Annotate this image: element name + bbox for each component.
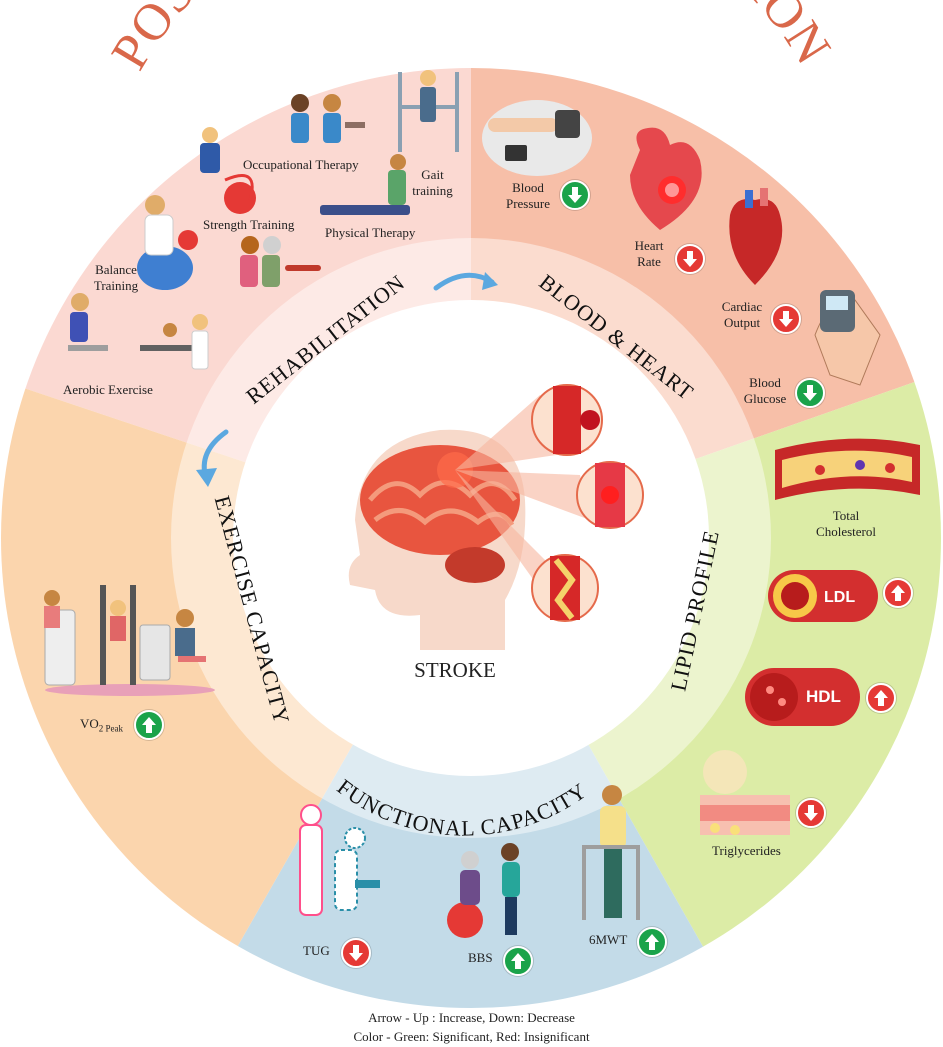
arrow-up-icon bbox=[645, 934, 659, 950]
ldl-vessel-illustration bbox=[768, 570, 878, 622]
badge-vo2-peak bbox=[134, 710, 164, 740]
gait-training-illustration bbox=[398, 70, 459, 152]
ldl-tag: LDL bbox=[824, 589, 856, 606]
arrow-up-icon bbox=[874, 690, 888, 706]
label-triglycerides: Triglycerides bbox=[712, 843, 781, 858]
badge-6mwt bbox=[637, 927, 667, 957]
badge-bbs bbox=[503, 946, 533, 976]
hdl-vessel-illustration bbox=[745, 668, 860, 726]
badge-blood-glucose bbox=[795, 378, 825, 408]
arrow-down-icon bbox=[804, 805, 818, 821]
physical-therapy-illustration bbox=[320, 154, 410, 215]
arrow-down-icon bbox=[568, 187, 582, 203]
label-vo2-peak: VO2 Peak bbox=[80, 716, 124, 734]
vo2-test-illustration bbox=[44, 585, 215, 696]
arrow-down-icon bbox=[803, 385, 817, 401]
arrow-down-icon bbox=[683, 251, 697, 267]
badge-heart-rate bbox=[675, 244, 705, 274]
arrow-up-icon bbox=[511, 953, 525, 969]
badge-cardiac-output bbox=[771, 304, 801, 334]
sector-functional-capacity bbox=[180, 538, 760, 1008]
page-title: POST STROKE REHABILITATION bbox=[101, 0, 842, 79]
6mwt-illustration bbox=[582, 785, 640, 920]
label-aerobic-exercise: Aerobic Exercise bbox=[63, 382, 153, 397]
legend: Arrow - Up : Increase, Down: Decrease Co… bbox=[0, 1009, 943, 1047]
vessel-blockage-icon bbox=[576, 461, 644, 529]
badge-tug bbox=[341, 938, 371, 968]
label-6mwt: 6MWT bbox=[589, 932, 628, 947]
bbs-illustration bbox=[447, 843, 520, 938]
arrow-down-icon bbox=[349, 945, 363, 961]
stroke-label: STROKE bbox=[414, 658, 496, 682]
aerobic-exercise-illustration bbox=[68, 293, 209, 370]
badge-ldl bbox=[883, 578, 913, 608]
badge-triglycerides bbox=[796, 798, 826, 828]
hdl-tag: HDL bbox=[806, 687, 841, 706]
vessel-rupture-icon bbox=[531, 384, 603, 456]
heart-rate-illustration bbox=[630, 127, 702, 230]
badge-blood-pressure bbox=[560, 180, 590, 210]
arrow-up-icon bbox=[142, 717, 156, 733]
cardiac-heart-illustration bbox=[729, 188, 783, 285]
blood-pressure-cuff-illustration bbox=[482, 100, 592, 176]
badge-hdl bbox=[866, 683, 896, 713]
arrow-up-icon bbox=[891, 585, 905, 601]
balance-training-illustration bbox=[137, 195, 198, 290]
glucose-meter-illustration bbox=[814, 290, 881, 386]
label-physical-therapy: Physical Therapy bbox=[325, 225, 416, 240]
legend-color-key: Color - Green: Significant, Red: Insigni… bbox=[353, 1028, 590, 1044]
label-tug: TUG bbox=[303, 943, 330, 958]
total-cholesterol-illustration bbox=[775, 438, 920, 500]
label-strength-training: Strength Training bbox=[203, 217, 295, 232]
label-occupational-therapy: Occupational Therapy bbox=[243, 157, 359, 172]
tug-illustration bbox=[299, 804, 380, 916]
occupational-therapy-illustration bbox=[291, 94, 365, 143]
group-exercise-illustration bbox=[240, 236, 321, 287]
arrow-down-icon bbox=[779, 311, 793, 327]
vessel-plaque-icon bbox=[531, 554, 599, 622]
legend-arrow-key: Arrow - Up : Increase, Down: Decrease bbox=[368, 1010, 575, 1025]
label-bbs: BBS bbox=[468, 950, 493, 965]
strength-training-illustration bbox=[200, 127, 256, 214]
triglycerides-illustration bbox=[700, 750, 790, 835]
